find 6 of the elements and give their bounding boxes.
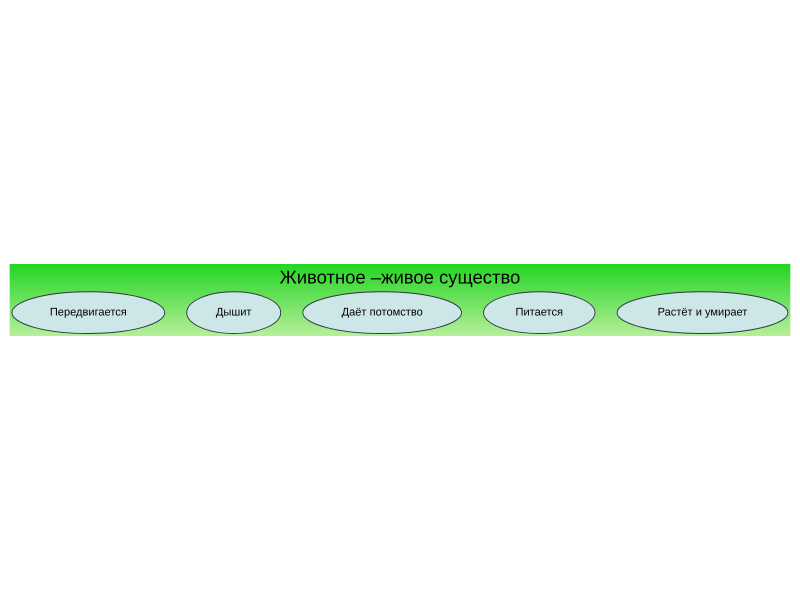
node-ellipse: Питается [483, 291, 596, 334]
node-ellipse: Дышит [186, 291, 282, 334]
diagram-title: Животное –живое существо [280, 266, 520, 288]
node-ellipse: Передвигается [12, 291, 166, 334]
node-ellipse: Даёт потомство [302, 291, 462, 334]
node-ellipse: Растёт и умирает [616, 291, 788, 334]
